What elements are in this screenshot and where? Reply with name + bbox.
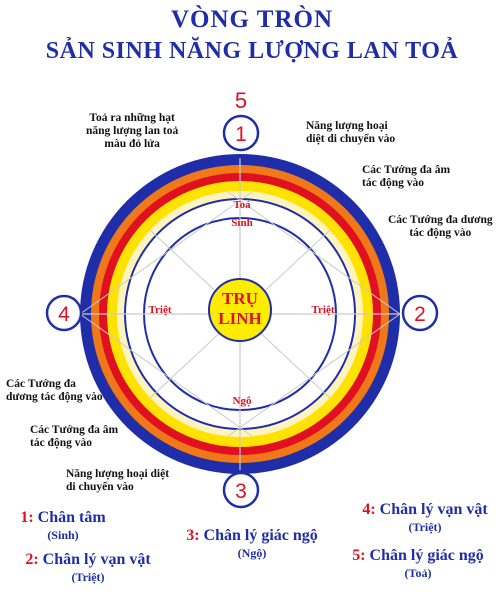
diag-4 bbox=[79, 313, 253, 437]
node-1 bbox=[222, 114, 260, 152]
legend-3-sub: (Ngộ) bbox=[237, 546, 267, 560]
legend-5-sub: (Toả) bbox=[404, 566, 432, 580]
node-4 bbox=[45, 294, 83, 332]
legend-5-number: 5: bbox=[352, 547, 366, 564]
node-1-label: 1 bbox=[235, 123, 247, 146]
node-3 bbox=[222, 471, 260, 509]
note-destructive-energy-bottom: Năng lượng hoại diệt di chuyển vào bbox=[66, 468, 170, 493]
label-triet-right: Triệt bbox=[311, 304, 334, 316]
note-yin-forces-top: Các Tướng đa âm tác động vào bbox=[362, 164, 451, 189]
legend-item-5: 5: Chân lý giác ngộ (Toả) bbox=[336, 546, 500, 581]
legend-5-text: Chân lý giác ngộ bbox=[369, 547, 484, 564]
legend-item-4: 4: Chân lý vạn vật (Triệt) bbox=[350, 500, 500, 535]
label-sinh: Sinh bbox=[231, 217, 252, 229]
center-circle bbox=[208, 278, 272, 342]
note-yang-forces-bottom: Các Tướng đa dương tác động vào bbox=[6, 378, 103, 403]
label-triet-left: Triệt bbox=[148, 304, 171, 316]
note-yang-forces-top: Các Tướng đa dương tác động vào bbox=[388, 214, 493, 239]
note-yin-forces-bottom: Các Tướng đa âm tác động vào bbox=[30, 424, 119, 449]
legend-2-number: 2: bbox=[25, 551, 39, 568]
legend-4-number: 4: bbox=[362, 501, 376, 518]
diag-1 bbox=[227, 191, 401, 315]
label-toa: Toả bbox=[233, 199, 251, 211]
center-label-line-1: TRỤ bbox=[222, 289, 258, 308]
top-number-5: 5 bbox=[235, 88, 247, 113]
node-2 bbox=[401, 294, 439, 332]
diag-2 bbox=[79, 191, 253, 315]
legend-2-text: Chân lý vạn vật bbox=[42, 551, 151, 568]
legend-2-sub: (Triệt) bbox=[71, 570, 105, 584]
legend-item-2: 2: Chân lý vạn vật (Triệt) bbox=[8, 550, 168, 585]
note-radiate-particles: Toả ra những hạt năng lượng lan toả màu … bbox=[86, 112, 179, 150]
legend-item-3: 3: Chân lý giác ngộ (Ngộ) bbox=[162, 526, 342, 561]
legend-3-number: 3: bbox=[186, 527, 200, 544]
note-destructive-energy-top: Năng lượng hoại diệt di chuyển vào bbox=[306, 120, 396, 145]
label-ngo: Ngộ bbox=[233, 395, 252, 407]
legend-1-text: Chân tâm bbox=[37, 509, 106, 526]
node-3-label: 3 bbox=[235, 480, 247, 503]
legend-4-sub: (Triệt) bbox=[408, 520, 442, 534]
legend-1-number: 1: bbox=[20, 509, 34, 526]
legend-4-text: Chân lý vạn vật bbox=[379, 501, 488, 518]
center-label-line-2: LINH bbox=[218, 309, 261, 328]
legend-3-text: Chân lý giác ngộ bbox=[203, 527, 318, 544]
legend-item-1: 1: Chân tâm (Sinh) bbox=[8, 508, 118, 543]
title-line-2: SẢN SINH NĂNG LƯỢNG LAN TOẢ bbox=[45, 38, 459, 64]
title-line-1: VÒNG TRÒN bbox=[170, 6, 334, 33]
legend-1-sub: (Sinh) bbox=[47, 528, 79, 542]
diag-3 bbox=[227, 313, 401, 437]
node-4-label: 4 bbox=[58, 303, 70, 326]
node-2-label: 2 bbox=[414, 303, 426, 326]
